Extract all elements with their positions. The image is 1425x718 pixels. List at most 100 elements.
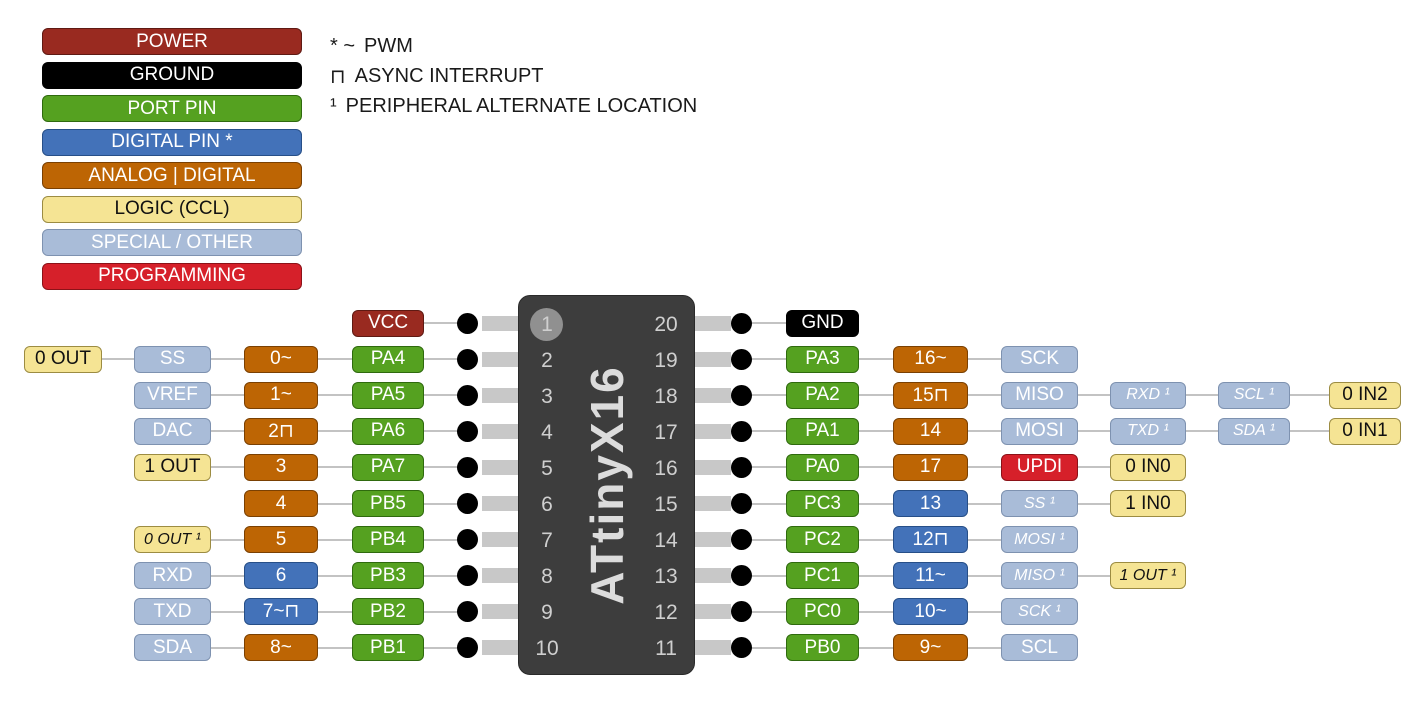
pin-badge-vcc: VCC [352,309,424,337]
pin-badge-13: 13 [893,490,968,517]
pin-badge-mosi: MOSI [1001,417,1078,445]
pin-dot [730,601,752,623]
pin-dot [456,601,478,623]
chip-pin-number: 9 [541,601,553,625]
chip-pin-number: 5 [541,456,553,480]
pin-dot [730,384,752,406]
pin-stub [482,387,518,403]
pin-dot [456,420,478,442]
pin-dot [456,348,478,370]
note-text-async-interrupt: ASYNC INTERRUPT [354,64,544,87]
pin-stub [482,604,518,620]
pin-dot [456,493,478,514]
pin-stub [482,423,518,439]
pin-badge-0-in1: 0 IN1 [1329,417,1401,445]
pin-dot [456,384,478,406]
pin-badge-6: 6 [244,562,318,590]
pin-badge-0-out: 0 OUT [24,345,102,373]
legend-item-programming: PROGRAMMING [42,262,302,290]
chip-pin-number: 2 [541,348,553,372]
legend-item-digital-pin: DIGITAL PIN * [42,128,302,156]
pin-stub [695,568,731,584]
pin-badge-pa7: PA7 [352,453,424,481]
note-symbol-pwm: * ~ [330,34,356,57]
pin-badge-pc2: PC2 [786,526,859,554]
chip-pin-number: 15 [654,493,678,516]
chip-pin-number: 6 [541,493,553,516]
pin-badge-miso: MISO ¹ [1001,562,1078,590]
pin-stub [695,604,731,620]
pin-dot [456,637,478,659]
pin-dot [730,529,752,551]
pin-stub [695,496,731,511]
legend-item-power: POWER [42,28,302,55]
pin-badge-pa5: PA5 [352,381,424,409]
pin-badge-0: 0~ [244,345,318,373]
pin-badge-1: 1~ [244,381,318,409]
pin-badge-dac: DAC [134,417,211,445]
pin-dot [730,493,752,514]
pin-badge-txd: TXD [134,598,211,626]
pin-dot [730,456,752,478]
pin-badge-pa2: PA2 [786,381,859,409]
pin-stub [695,459,731,475]
legend-item-special-other: SPECIAL / OTHER [42,229,302,256]
chip-name: ATtinyX16 [580,365,633,605]
legend-item-ground: GROUND [42,61,302,89]
pin-badge-pa3: PA3 [786,345,859,373]
pin-badge-miso: MISO [1001,381,1078,409]
pin-stub [482,351,518,367]
pin-badge-sda: SDA ¹ [1218,417,1290,445]
note-pwm: * ~PWM [330,31,413,61]
pin-badge-2: 2⊓ [244,417,318,445]
pin-badge-17: 17 [893,453,968,481]
chip-pin-number: 19 [654,348,678,372]
pin-dot [730,637,752,659]
pin-badge-7: 7~⊓ [244,598,318,626]
note-async-interrupt: ⊓ASYNC INTERRUPT [330,61,544,91]
chip-pin-number: 12 [654,601,678,625]
pin-stub [695,315,731,331]
pin-badge-15: 15⊓ [893,381,968,409]
pin-stub [695,640,731,656]
chip-pin-number: 14 [654,529,678,553]
pin-badge-rxd: RXD ¹ [1110,381,1186,409]
pin-badge-8: 8~ [244,634,318,662]
pin-stub [482,640,518,656]
pin-dot [456,529,478,551]
pin-badge-pa6: PA6 [352,417,424,445]
legend-item-port-pin: PORT PIN [42,95,302,122]
chip-pin-number: 8 [541,565,553,589]
pin-badge-gnd: GND [786,309,859,337]
pin-stub [482,315,518,331]
pin-badge-0-out: 0 OUT ¹ [134,526,211,554]
pin-stub [482,459,518,475]
pin-badge-9: 9~ [893,634,968,662]
chip-pin-number: 4 [541,420,553,444]
pin-badge-pc0: PC0 [786,598,859,626]
legend-item-analog-digital: ANALOG | DIGITAL [42,162,302,189]
pin-stub [695,423,731,439]
pin-badge-rxd: RXD [134,562,211,590]
pin-badge-12: 12⊓ [893,526,968,554]
pin-badge-pb2: PB2 [352,598,424,626]
pin-badge-sck: SCK [1001,345,1078,373]
pin-badge-updi: UPDI [1001,453,1078,481]
note-symbol-peripheral-alternate-location: ¹ [330,94,337,117]
pin-stub [695,351,731,367]
pin-badge-pc3: PC3 [786,490,859,517]
pin-badge-scl: SCL [1001,634,1078,662]
chip-pin-number: 11 [655,637,677,661]
legend-item-logic-ccl: LOGIC (CCL) [42,195,302,223]
pin-badge-4: 4 [244,490,318,517]
chip-pin-number: 20 [654,312,678,336]
pin-badge-3: 3 [244,453,318,481]
pin-dot [456,312,478,334]
pin-dot [456,456,478,478]
pin-badge-16: 16~ [893,345,968,373]
pin-stub [695,532,731,548]
pin-badge-0-in0: 0 IN0 [1110,453,1186,481]
